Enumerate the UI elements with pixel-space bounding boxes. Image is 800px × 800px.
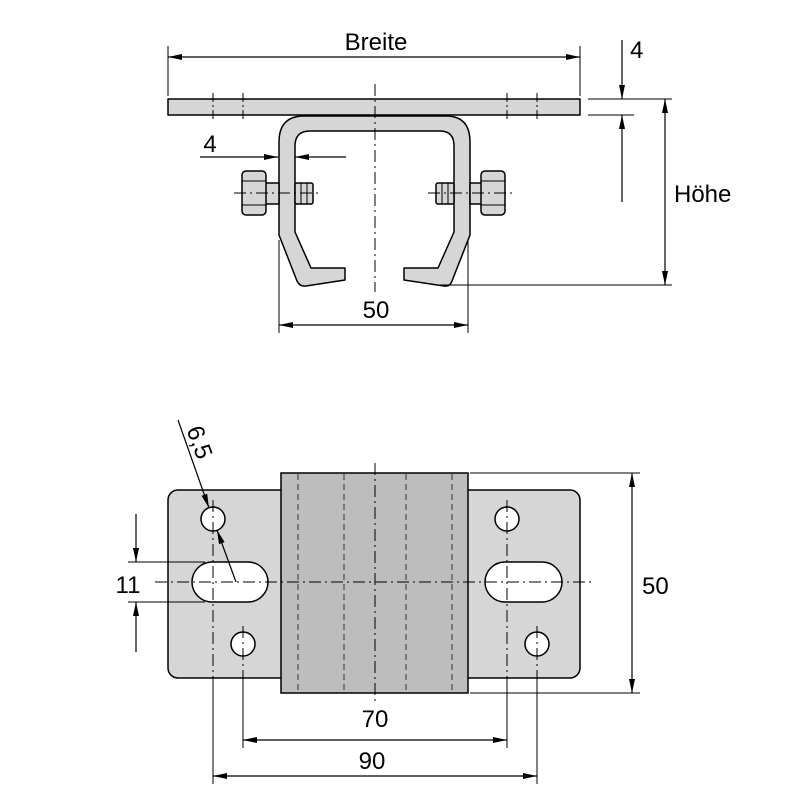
- label-channel-width: 50: [363, 297, 390, 324]
- label-breite: Breite: [345, 29, 408, 56]
- plan-view: 70 90 50 11 6,5: [116, 419, 669, 784]
- label-hole-6-5: 6,5: [181, 422, 218, 463]
- channel-profile: [278, 115, 471, 287]
- label-spacing-90: 90: [359, 748, 386, 775]
- side-view: Breite: [167, 29, 731, 333]
- label-wall-thickness: 4: [203, 131, 216, 158]
- label-hoehe: Höhe: [674, 181, 731, 208]
- leader-arrow: [216, 529, 237, 583]
- right-bolt: [428, 170, 514, 216]
- label-slot-11: 11: [116, 572, 141, 599]
- label-depth-50: 50: [642, 573, 669, 600]
- leader-arrow: [177, 419, 210, 509]
- label-plate-thickness: 4: [630, 37, 643, 64]
- top-plate: [167, 98, 581, 116]
- left-bolt: [234, 170, 322, 216]
- label-spacing-70: 70: [362, 706, 389, 733]
